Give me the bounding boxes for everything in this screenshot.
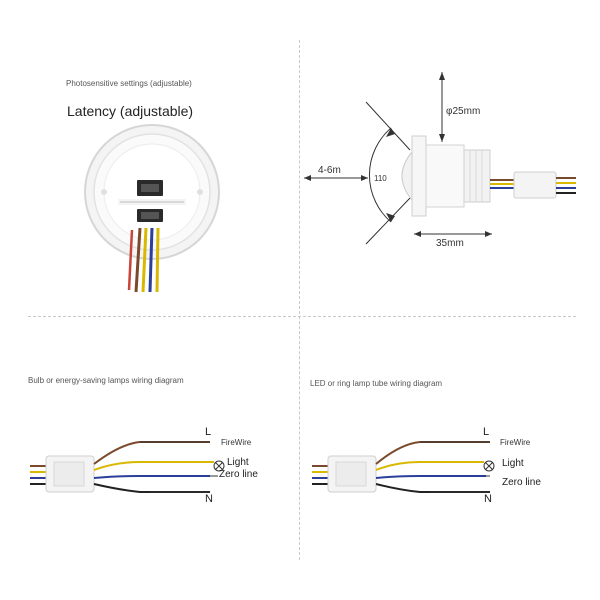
range-label: 4-6m: [318, 165, 341, 176]
angle-ray-top: [365, 101, 411, 151]
bulb-firewire-label: FireWire: [221, 438, 252, 447]
diameter-label: φ25mm: [446, 106, 481, 117]
bulb-N-label: N: [205, 493, 213, 505]
led-zero-line-label: Zero line: [502, 477, 541, 488]
bulb-light-label: Light: [227, 457, 249, 468]
angle-arc: [369, 127, 392, 223]
vertical-divider: [299, 40, 300, 560]
length-label: 35mm: [436, 238, 464, 249]
sensor-side-icon: [401, 135, 491, 217]
lamp-icon: [213, 460, 225, 472]
angle-ray-bottom: [365, 197, 411, 245]
horizontal-divider: [28, 316, 576, 317]
connector-icon: [513, 171, 557, 199]
photosensitive-caption: Photosensitive settings (adjustable): [66, 79, 192, 88]
angle-label: 110: [374, 174, 387, 183]
bulb-diagram-title: Bulb or energy-saving lamps wiring diagr…: [28, 376, 184, 385]
latency-caption: Latency (adjustable): [67, 103, 194, 119]
led-L-label: L: [483, 426, 490, 438]
bulb-zero-line-label: Zero line: [219, 469, 258, 480]
sensor-wires: [127, 227, 160, 293]
bulb-L-label: L: [205, 426, 212, 438]
led-N-label: N: [484, 493, 492, 505]
led-diagram-title: LED or ring lamp tube wiring diagram: [310, 379, 443, 388]
led-firewire-label: FireWire: [500, 438, 531, 447]
led-light-label: Light: [502, 458, 524, 469]
lamp-icon: [483, 460, 495, 472]
